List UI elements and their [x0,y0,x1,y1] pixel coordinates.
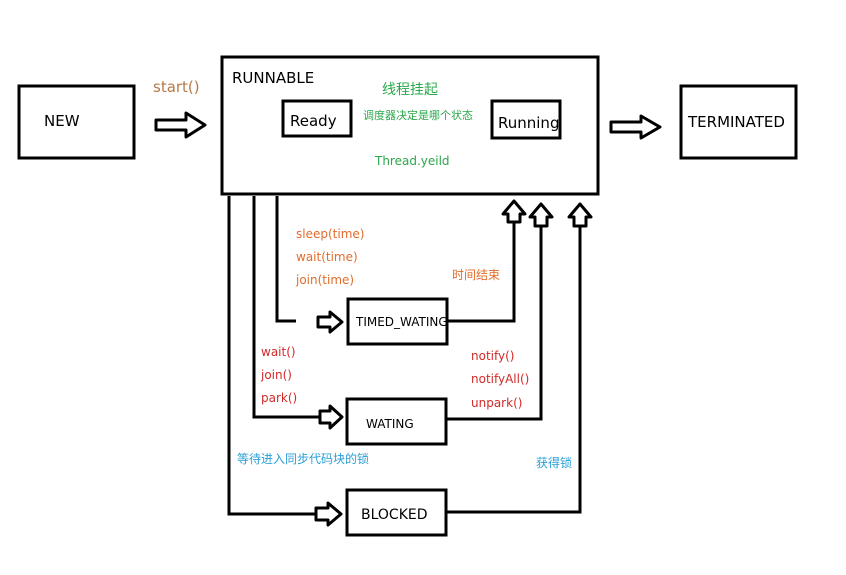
line-to-blocked [227,196,316,516]
line-to-waiting [252,196,320,419]
blocked-state-label: BLOCKED [361,507,428,523]
arrow-into-waiting [318,404,344,430]
waiting-state-label: WATING [366,417,414,431]
running-state-box [490,99,562,140]
arrow-runnable-to-terminated [609,114,662,140]
arrow-new-to-runnable [154,111,207,139]
ready-state-box [281,99,353,138]
runnable-state-box [220,55,600,196]
wait-transition-join: join() [261,368,292,382]
new-state-label: NEW [44,112,80,130]
timed-transition-sleep: sleep(time) [296,227,365,241]
terminated-state-label: TERMINATED [688,113,785,131]
line-to-timed-waiting [275,196,296,323]
start-transition-label: start() [153,78,200,96]
notify-transition-notify: notify() [471,349,515,363]
arrow-into-timed-waiting [316,310,344,334]
line-timeout-return [447,222,516,323]
suspend-label: 线程挂起 [382,82,438,98]
runnable-state-label: RUNNABLE [232,69,315,87]
enter-sync-label: 等待进入同步代码块的锁 [237,452,370,466]
arrow-into-blocked [314,501,343,527]
ready-state-label: Ready [290,112,337,130]
notify-transition-unpark: unpark() [471,396,523,410]
line-lock-return [446,226,582,514]
notify-transition-notifyall: notifyAll() [471,372,530,386]
yield-label: Thread.yeild [375,154,450,168]
arrow-up-notify [528,202,554,228]
wait-transition-park: park() [261,391,298,405]
timeout-label: 时间结束 [452,268,501,282]
timed-transition-wait: wait(time) [296,250,358,264]
timed-transition-join: join(time) [296,273,355,287]
arrow-up-timeout [501,199,527,224]
arrow-up-lock [567,202,593,228]
line-notify-return [446,226,543,421]
scheduler-label: 调度器决定是哪个状态 [363,109,473,122]
timed-waiting-state-label: TIMED_WATING [356,315,448,329]
running-state-label: Running [498,114,560,132]
acquire-lock-label: 获得锁 [536,456,573,470]
new-state-box [17,84,136,160]
waiting-state-box [345,397,448,446]
terminated-state-box [679,84,798,160]
wait-transition-wait: wait() [261,345,296,359]
